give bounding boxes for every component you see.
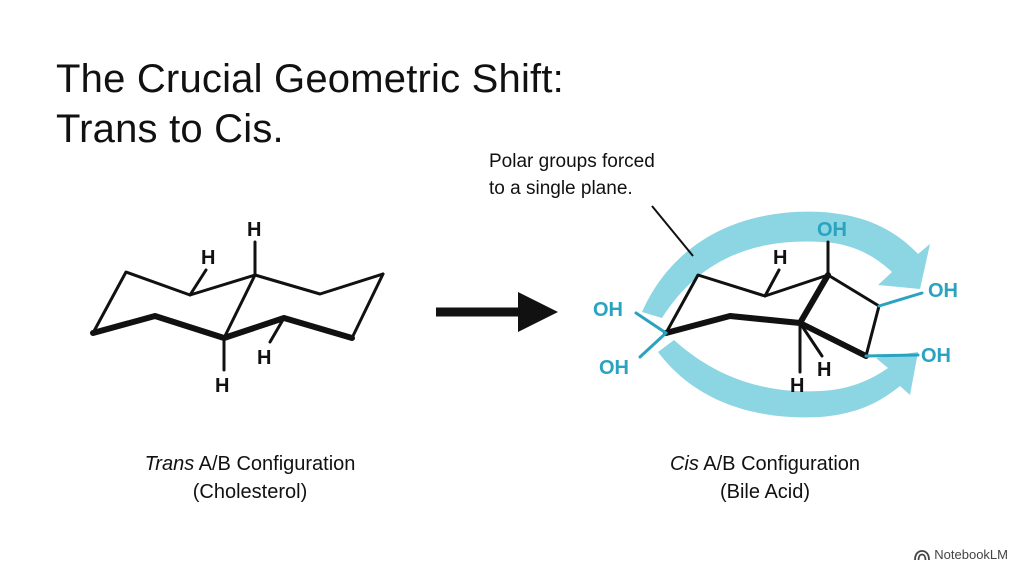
cis-caption-line-1: Cis A/B Configuration [620, 450, 910, 478]
bond-cis-ring-top [664, 273, 830, 335]
notebooklm-brand: NotebookLM [914, 547, 1008, 562]
bond-oh-right-bottom [864, 353, 920, 358]
annotation-line-2: to a single plane. [489, 178, 633, 199]
title-line-1: The Crucial Geometric Shift: [56, 57, 564, 101]
bond-right-end [350, 272, 385, 340]
right-arrow-icon [436, 292, 558, 332]
bond-right-ring-back [253, 272, 385, 296]
cis-caption-italic: Cis [669, 453, 699, 475]
trans-caption-rest: A/B Configuration [198, 453, 356, 475]
page-title: The Crucial Geometric Shift: Trans to Ci… [56, 54, 564, 154]
notebooklm-logo-icon [914, 549, 931, 560]
bond-oh-left-down [638, 331, 668, 359]
bond-h-left-eq [188, 268, 208, 297]
atom-h-bottom: H [215, 375, 229, 397]
bond-cis-h-down-right [798, 321, 824, 358]
cis-structure: H H H OH OH OH OH OH [593, 211, 958, 418]
curved-arrow-bottom [658, 340, 918, 418]
brand-name: NotebookLM [934, 547, 1008, 562]
trans-caption: Trans A/B Configuration (Cholesterol) [100, 450, 400, 506]
cis-caption-line-2: (Bile Acid) [719, 481, 811, 503]
bond-front-bold [90, 313, 355, 341]
bond-h-right-eq [268, 316, 286, 344]
atom-h-cis-down: H [790, 375, 804, 397]
trans-caption-line-2: (Cholesterol) [192, 481, 308, 503]
bond-ring-fusion [222, 273, 257, 340]
atom-oh-top: OH [817, 219, 847, 241]
trans-caption-italic: Trans [144, 453, 195, 475]
cis-caption: Cis A/B Configuration (Bile Acid) [620, 450, 910, 506]
annotation-line-1: Polar groups forced [489, 151, 655, 172]
trans-caption-line-1: Trans A/B Configuration [100, 450, 400, 478]
bond-cis-fusion-bold [797, 272, 831, 326]
atom-h-cis-eq: H [773, 247, 787, 269]
atom-oh-left-upper: OH [593, 299, 623, 321]
trans-decalin-structure: H H H H [90, 219, 385, 397]
atom-oh-right-lower: OH [921, 345, 951, 367]
bond-cis-h-eq [763, 268, 781, 298]
bond-oh-right-top [877, 291, 924, 308]
polar-groups-annotation: Polar groups forced to a single plane. [489, 148, 655, 202]
bond-left-ring-back [91, 270, 257, 335]
atom-oh-right-upper: OH [928, 280, 958, 302]
atom-h-right: H [257, 347, 271, 369]
title-line-2: Trans to Cis. [56, 107, 284, 151]
atom-h-cis-down-right: H [817, 359, 831, 381]
atom-oh-left-lower: OH [599, 357, 629, 379]
curved-arrow-top [642, 211, 930, 318]
bond-oh-left-up [634, 311, 668, 335]
bond-cis-front-bold [663, 313, 869, 359]
annotation-leader-line [651, 205, 694, 257]
cis-caption-rest: A/B Configuration [703, 453, 861, 475]
atom-h-left: H [201, 247, 215, 269]
atom-h-top: H [247, 219, 261, 241]
